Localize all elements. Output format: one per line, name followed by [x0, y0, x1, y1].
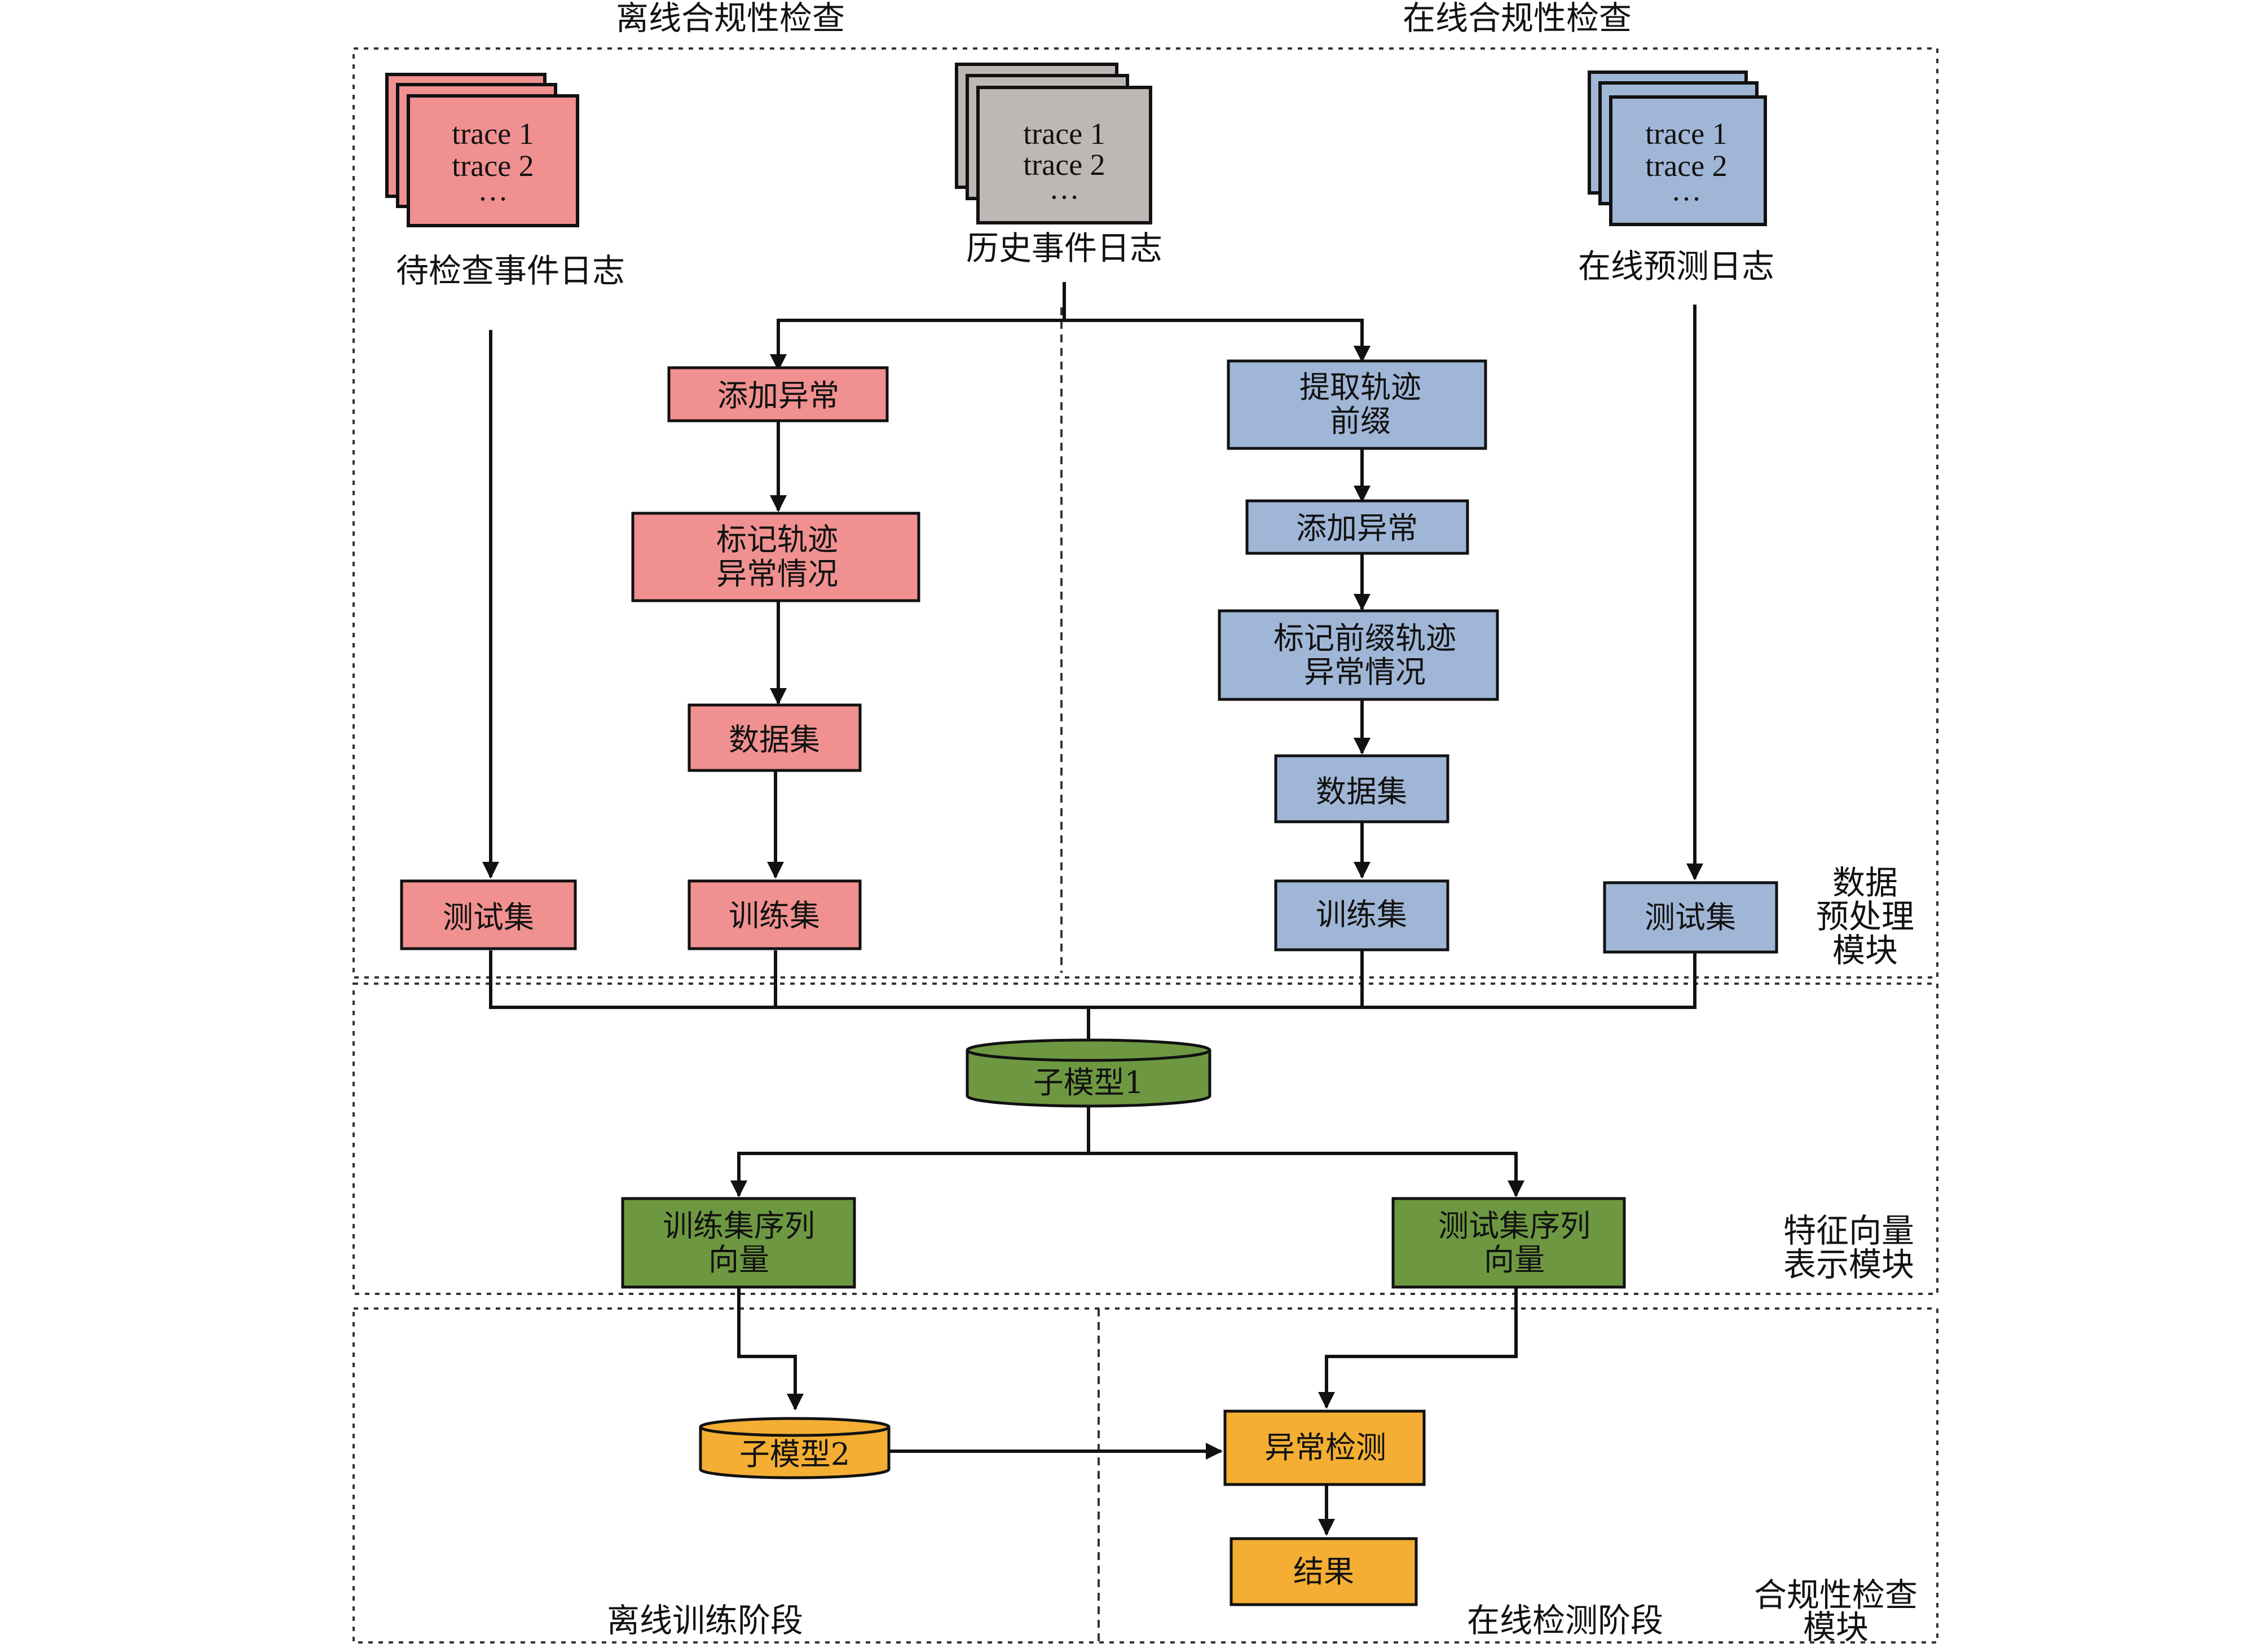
connectors-preprocess — [482, 282, 1703, 1536]
anomaly-detect-box: 异常检测 — [1223, 1409, 1426, 1486]
online-test-set-box: 测试集 — [1603, 881, 1778, 954]
train-vector-line-1: 训练集序列 — [663, 1208, 815, 1244]
pending-log-caption: 待检查事件日志 — [396, 252, 625, 290]
online-log-stack: trace 1 trace 2 … — [1588, 71, 1767, 226]
history-log-caption: 历史事件日志 — [966, 229, 1162, 267]
offline-add-anomaly-box: 添加异常 — [667, 366, 889, 422]
submodel1-label: 子模型1 — [1033, 1065, 1144, 1100]
pending-log-line-1: trace 1 — [452, 117, 534, 151]
offline-test-set-label: 测试集 — [443, 900, 534, 935]
test-vector-box: 测试集序列 向量 — [1391, 1197, 1626, 1289]
online-add-anomaly-box: 添加异常 — [1245, 499, 1469, 555]
pending-log-stack: trace 1 trace 2 … — [385, 73, 579, 227]
history-log-line-2: trace 2 — [1023, 148, 1105, 182]
online-mark-prefix-line-1: 标记前缀轨迹 — [1273, 620, 1456, 656]
online-train-set-label: 训练集 — [1316, 897, 1407, 932]
online-log-caption: 在线预测日志 — [1578, 247, 1774, 285]
test-vector-line-2: 向量 — [1484, 1242, 1545, 1277]
result-box: 结果 — [1230, 1537, 1418, 1606]
preprocess-module-label-3: 模块 — [1832, 931, 1898, 970]
preprocess-module-frame — [352, 47, 1938, 979]
online-mark-prefix-line-2: 异常情况 — [1304, 654, 1426, 690]
feature-module-label-2: 表示模块 — [1783, 1245, 1914, 1284]
preprocess-module-label-2: 预处理 — [1816, 897, 1914, 936]
online-train-set-box: 训练集 — [1274, 879, 1449, 951]
online-test-set-label: 测试集 — [1645, 900, 1736, 935]
online-log-line-1: trace 1 — [1645, 117, 1727, 151]
online-log-line-2: trace 2 — [1645, 149, 1727, 183]
feature-module-frame — [352, 983, 1938, 1295]
online-stage-label: 在线检测阶段 — [1467, 1601, 1663, 1640]
check-module-label-1: 合规性检查 — [1754, 1576, 1918, 1614]
submodel2-label: 子模型2 — [739, 1437, 850, 1472]
offline-add-anomaly-label: 添加异常 — [717, 378, 839, 413]
offline-mark-anomaly-line-1: 标记轨迹 — [716, 522, 838, 557]
check-module-frame — [352, 1307, 1938, 1644]
offline-mark-anomaly-box: 标记轨迹 异常情况 — [631, 512, 920, 602]
offline-mark-anomaly-line-2: 异常情况 — [716, 556, 838, 592]
history-log-stack: trace 1 trace 2 … — [955, 63, 1152, 224]
online-add-anomaly-label: 添加异常 — [1296, 510, 1418, 546]
online-mark-prefix-box: 标记前缀轨迹 异常情况 — [1218, 609, 1499, 701]
submodel2-cylinder: 子模型2 — [699, 1417, 891, 1479]
test-vector-line-1: 测试集序列 — [1438, 1208, 1590, 1244]
preprocess-module-label-1: 数据 — [1832, 864, 1898, 902]
online-extract-prefix-line-2: 前缀 — [1330, 403, 1391, 439]
history-log-line-3: … — [1049, 171, 1079, 205]
online-check-title: 在线合规性检查 — [1403, 0, 1632, 37]
feature-module-label-1: 特征向量 — [1783, 1212, 1914, 1250]
pending-log-line-2: trace 2 — [452, 149, 534, 183]
check-module-label-2: 模块 — [1803, 1608, 1869, 1646]
train-vector-line-2: 向量 — [708, 1242, 769, 1277]
offline-check-title: 离线合规性检查 — [616, 0, 845, 37]
online-extract-prefix-box: 提取轨迹 前缀 — [1227, 359, 1487, 450]
anomaly-detect-label: 异常检测 — [1264, 1430, 1386, 1465]
history-log-line-1: trace 1 — [1023, 117, 1105, 151]
online-log-line-3: … — [1671, 173, 1702, 207]
offline-dataset-box: 数据集 — [688, 703, 862, 772]
result-label: 结果 — [1293, 1554, 1354, 1589]
train-vector-box: 训练集序列 向量 — [621, 1197, 856, 1289]
submodel1-cylinder: 子模型1 — [966, 1038, 1211, 1108]
offline-stage-label: 离线训练阶段 — [607, 1601, 803, 1640]
pending-log-line-3: … — [478, 173, 508, 207]
offline-train-set-box: 训练集 — [688, 879, 862, 950]
offline-dataset-label: 数据集 — [729, 722, 820, 757]
online-dataset-box: 数据集 — [1274, 754, 1449, 823]
offline-train-set-label: 训练集 — [729, 898, 820, 933]
online-dataset-label: 数据集 — [1316, 774, 1407, 809]
online-extract-prefix-line-1: 提取轨迹 — [1299, 369, 1421, 405]
offline-test-set-box: 测试集 — [400, 879, 577, 950]
